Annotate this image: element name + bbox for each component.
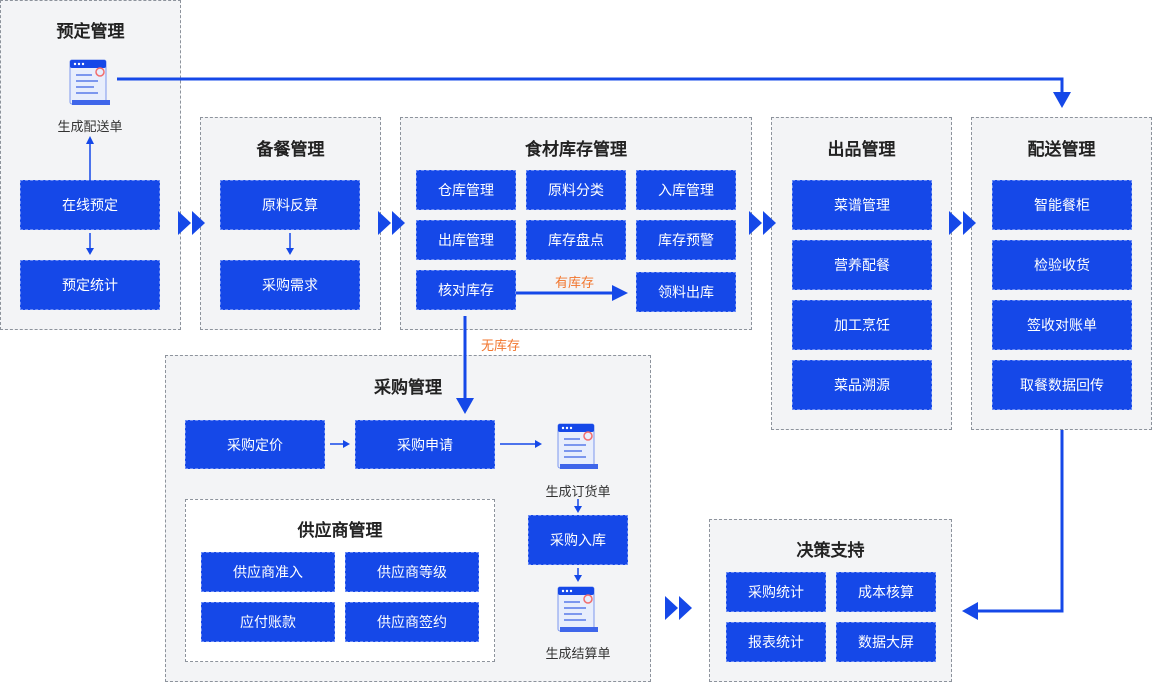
arrow-icon <box>962 430 1064 620</box>
document-icon <box>69 59 110 105</box>
no-stock-label: 无库存 <box>481 339 521 354</box>
stock-check-button[interactable]: 库存盘点 <box>526 220 626 260</box>
purchase-pricing-button[interactable]: 采购定价 <box>185 420 325 469</box>
arrow-icon <box>86 233 94 255</box>
ingredient-category-button[interactable]: 原料分类 <box>526 170 626 210</box>
supplier-grade-button[interactable]: 供应商等级 <box>345 552 479 592</box>
arrow-icon <box>117 77 1071 108</box>
double-chevron-right-icon <box>178 211 205 235</box>
dish-trace-button[interactable]: 菜品溯源 <box>792 360 932 410</box>
online-booking-button[interactable]: 在线预定 <box>20 180 160 230</box>
arrow-icon <box>456 316 474 414</box>
purchase-inbound-button[interactable]: 采购入库 <box>528 515 628 565</box>
warehouse-mgmt-button[interactable]: 仓库管理 <box>416 170 516 210</box>
nutrition-plan-button[interactable]: 营养配餐 <box>792 240 932 290</box>
document-icon <box>557 586 598 632</box>
double-chevron-right-icon <box>378 211 405 235</box>
delivery-title: 配送管理 <box>1027 140 1096 160</box>
delivery-note-label: 生成配送单 <box>57 120 123 135</box>
arrow-icon <box>574 499 582 513</box>
arrow-icon <box>286 233 294 255</box>
purchase-request-button[interactable]: 采购申请 <box>355 420 495 469</box>
accounts-payable-button[interactable]: 应付账款 <box>201 602 335 642</box>
order-note-label: 生成订货单 <box>545 485 611 500</box>
sign-statement-button[interactable]: 签收对账单 <box>992 300 1132 350</box>
arrow-icon <box>330 440 350 448</box>
inbound-mgmt-button[interactable]: 入库管理 <box>636 170 736 210</box>
smart-cabinet-button[interactable]: 智能餐柜 <box>992 180 1132 230</box>
outbound-mgmt-button[interactable]: 出库管理 <box>416 220 516 260</box>
prep-title: 备餐管理 <box>256 140 325 160</box>
purchase-title: 采购管理 <box>374 378 442 398</box>
stock-alert-button[interactable]: 库存预警 <box>636 220 736 260</box>
arrow-icon <box>86 136 94 180</box>
arrow-icon <box>516 285 628 301</box>
inventory-title: 食材库存管理 <box>525 140 627 160</box>
arrow-icon <box>574 568 582 582</box>
supplier-title: 供应商管理 <box>297 521 383 541</box>
purchase-stats-button[interactable]: 采购统计 <box>726 572 826 612</box>
decision-title: 决策支持 <box>796 541 865 561</box>
recipe-mgmt-button[interactable]: 菜谱管理 <box>792 180 932 230</box>
supplier-contract-button[interactable]: 供应商签约 <box>345 602 479 642</box>
cooking-button[interactable]: 加工烹饪 <box>792 300 932 350</box>
inspect-receive-button[interactable]: 检验收货 <box>992 240 1132 290</box>
ingredient-calc-button[interactable]: 原料反算 <box>220 180 360 230</box>
booking-stats-button[interactable]: 预定统计 <box>20 260 160 310</box>
booking-title: 预定管理 <box>56 22 125 42</box>
purchase-demand-button[interactable]: 采购需求 <box>220 260 360 310</box>
arrow-icon <box>500 440 542 448</box>
verify-stock-button[interactable]: 核对库存 <box>416 270 516 310</box>
report-stats-button[interactable]: 报表统计 <box>726 622 826 662</box>
double-chevron-right-icon <box>749 211 776 235</box>
supplier-access-button[interactable]: 供应商准入 <box>201 552 335 592</box>
double-chevron-right-icon <box>665 596 692 620</box>
double-chevron-right-icon <box>949 211 976 235</box>
pickup-data-button[interactable]: 取餐数据回传 <box>992 360 1132 410</box>
cost-accounting-button[interactable]: 成本核算 <box>836 572 936 612</box>
data-screen-button[interactable]: 数据大屏 <box>836 622 936 662</box>
requisition-out-button[interactable]: 领料出库 <box>636 272 736 312</box>
has-stock-label: 有库存 <box>555 276 595 291</box>
output-title: 出品管理 <box>827 140 896 160</box>
document-icon <box>557 423 598 469</box>
settlement-note-label: 生成结算单 <box>545 647 611 662</box>
